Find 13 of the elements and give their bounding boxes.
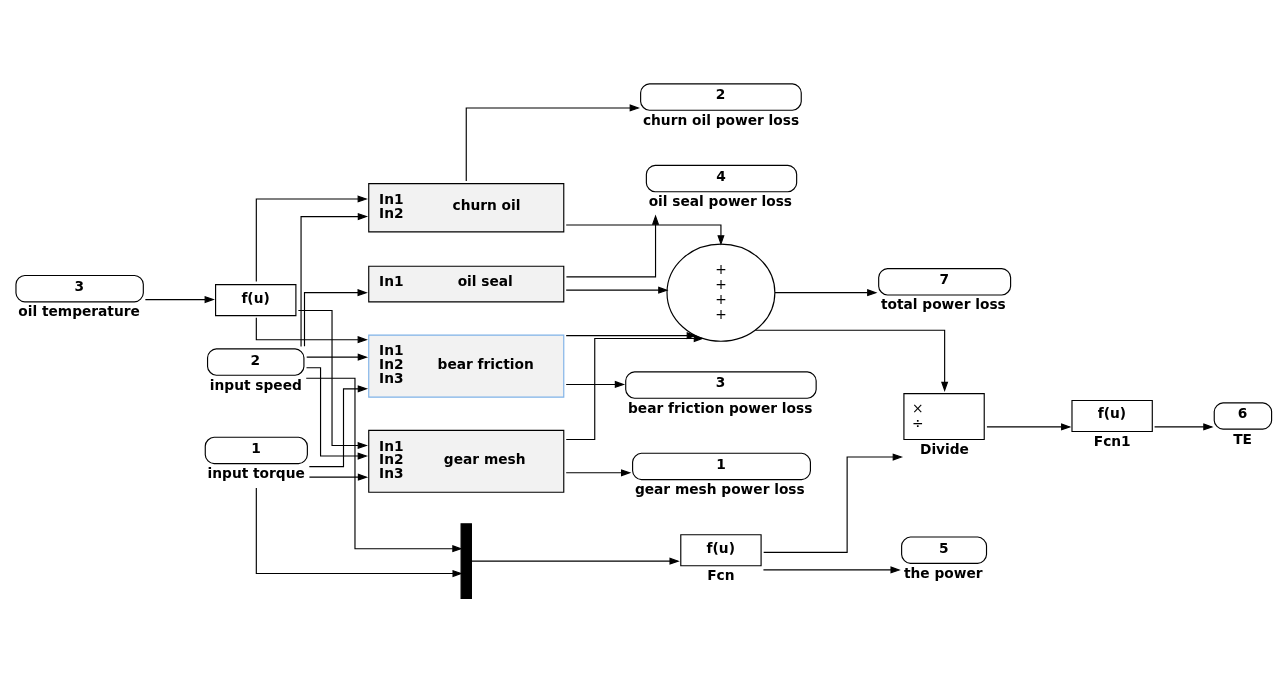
node-label: TE: [1233, 430, 1252, 447]
node-label: Fcn1: [1093, 432, 1131, 449]
node-label: churn oil power loss: [642, 111, 800, 128]
node-label: oil temperature: [18, 303, 140, 320]
node-label: input speed: [209, 376, 302, 393]
node-label: bear friction power loss: [628, 399, 813, 416]
node-label: Divide: [919, 440, 969, 457]
node-label: the power: [903, 564, 983, 581]
node-label: total power loss: [880, 296, 1006, 313]
node-label: Fcn: [707, 567, 735, 584]
node-label: input torque: [207, 465, 305, 482]
node-label: gear mesh power loss: [634, 481, 805, 498]
node-label: oil seal power loss: [648, 193, 793, 210]
